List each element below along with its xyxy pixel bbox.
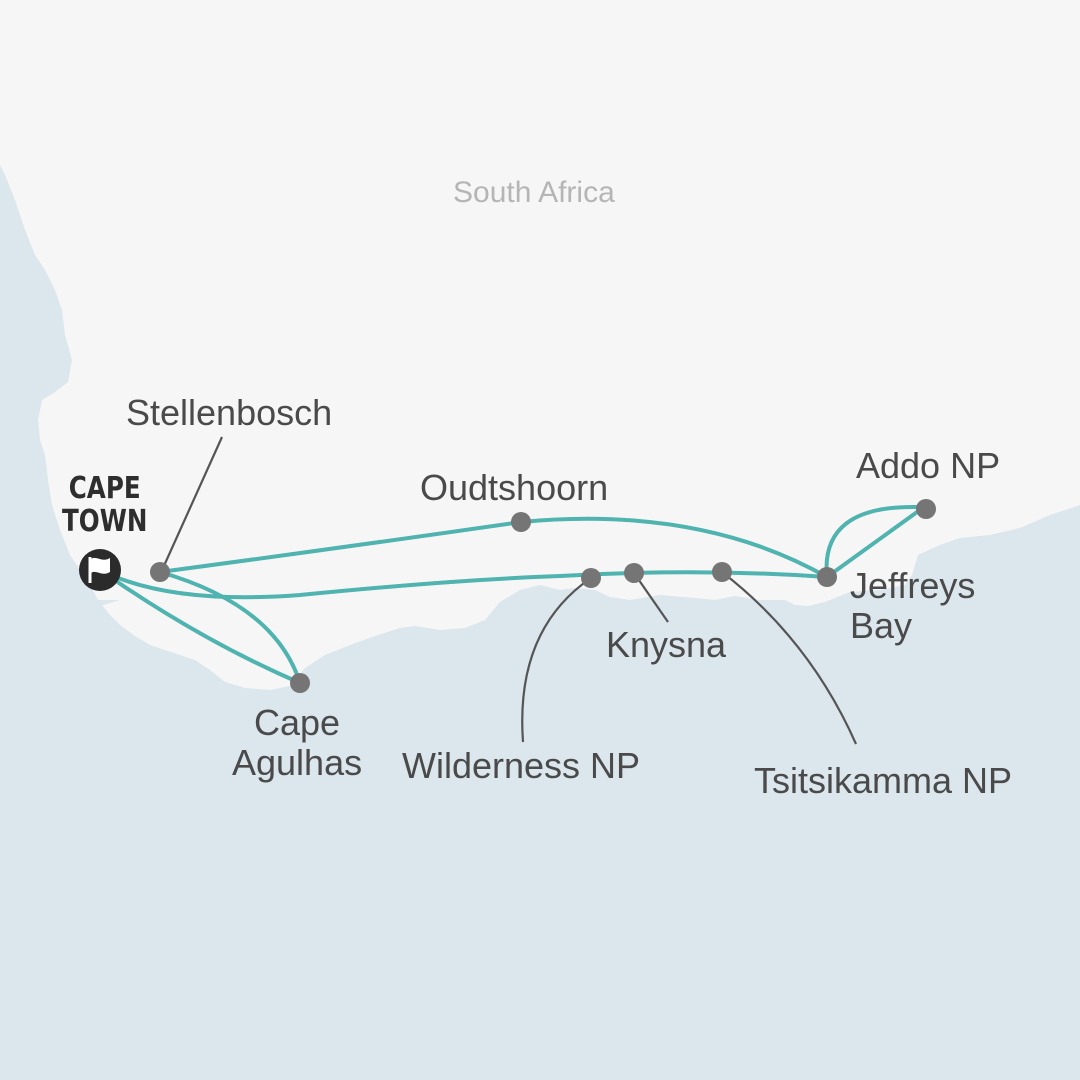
label-jeffreys-line2: Bay (850, 605, 913, 646)
leader-tsitsikamma (721, 571, 858, 745)
label-jeffreys-bay: Jeffreys Bay (850, 566, 975, 646)
route-jeffreys-addo-upper (824, 504, 920, 579)
marker-knysna (624, 563, 644, 583)
marker-wilderness (581, 568, 601, 588)
start-city-label: CAPE TOWN (62, 472, 147, 538)
marker-stellenbosch (150, 562, 170, 582)
start-city-line1: CAPE (68, 471, 141, 506)
label-knysna: Knysna (606, 624, 727, 665)
route-stellenbosch-oudtshoorn (158, 520, 523, 574)
label-tsitsikamma: Tsitsikamma NP (754, 760, 1013, 801)
marker-addo (916, 499, 936, 519)
label-agulhas-line1: Cape (254, 702, 341, 743)
label-agulhas-line2: Agulhas (232, 742, 363, 783)
label-cape-agulhas: Cape Agulhas (232, 703, 362, 783)
route-stellenbosch-agulhas (158, 570, 302, 685)
stop-markers (150, 499, 936, 693)
label-addo: Addo NP (856, 445, 1001, 486)
leader-lines (161, 436, 858, 745)
marker-agulhas (290, 673, 310, 693)
land-bay-west (0, 165, 120, 608)
label-stellenbosch: Stellenbosch (126, 392, 333, 433)
label-wilderness: Wilderness NP (402, 745, 641, 786)
route-capetown-jeffreys (98, 568, 829, 600)
start-city-line2: TOWN (62, 504, 148, 539)
marker-oudtshoorn (511, 512, 531, 532)
leader-wilderness (521, 577, 592, 743)
route-lines (98, 504, 926, 685)
route-capetown-agulhas (98, 568, 302, 685)
label-jeffreys-line1: Jeffreys (850, 565, 976, 606)
country-label: South Africa (453, 176, 615, 209)
flag-icon (79, 549, 121, 591)
marker-tsitsikamma (712, 562, 732, 582)
land (0, 0, 1080, 690)
label-oudtshoorn: Oudtshoorn (420, 467, 609, 508)
route-oudtshoorn-jeffreys (519, 516, 829, 579)
leader-stellenbosch (161, 436, 224, 569)
route-jeffreys-addo-lower (825, 505, 926, 579)
marker-jeffreys (817, 567, 837, 587)
